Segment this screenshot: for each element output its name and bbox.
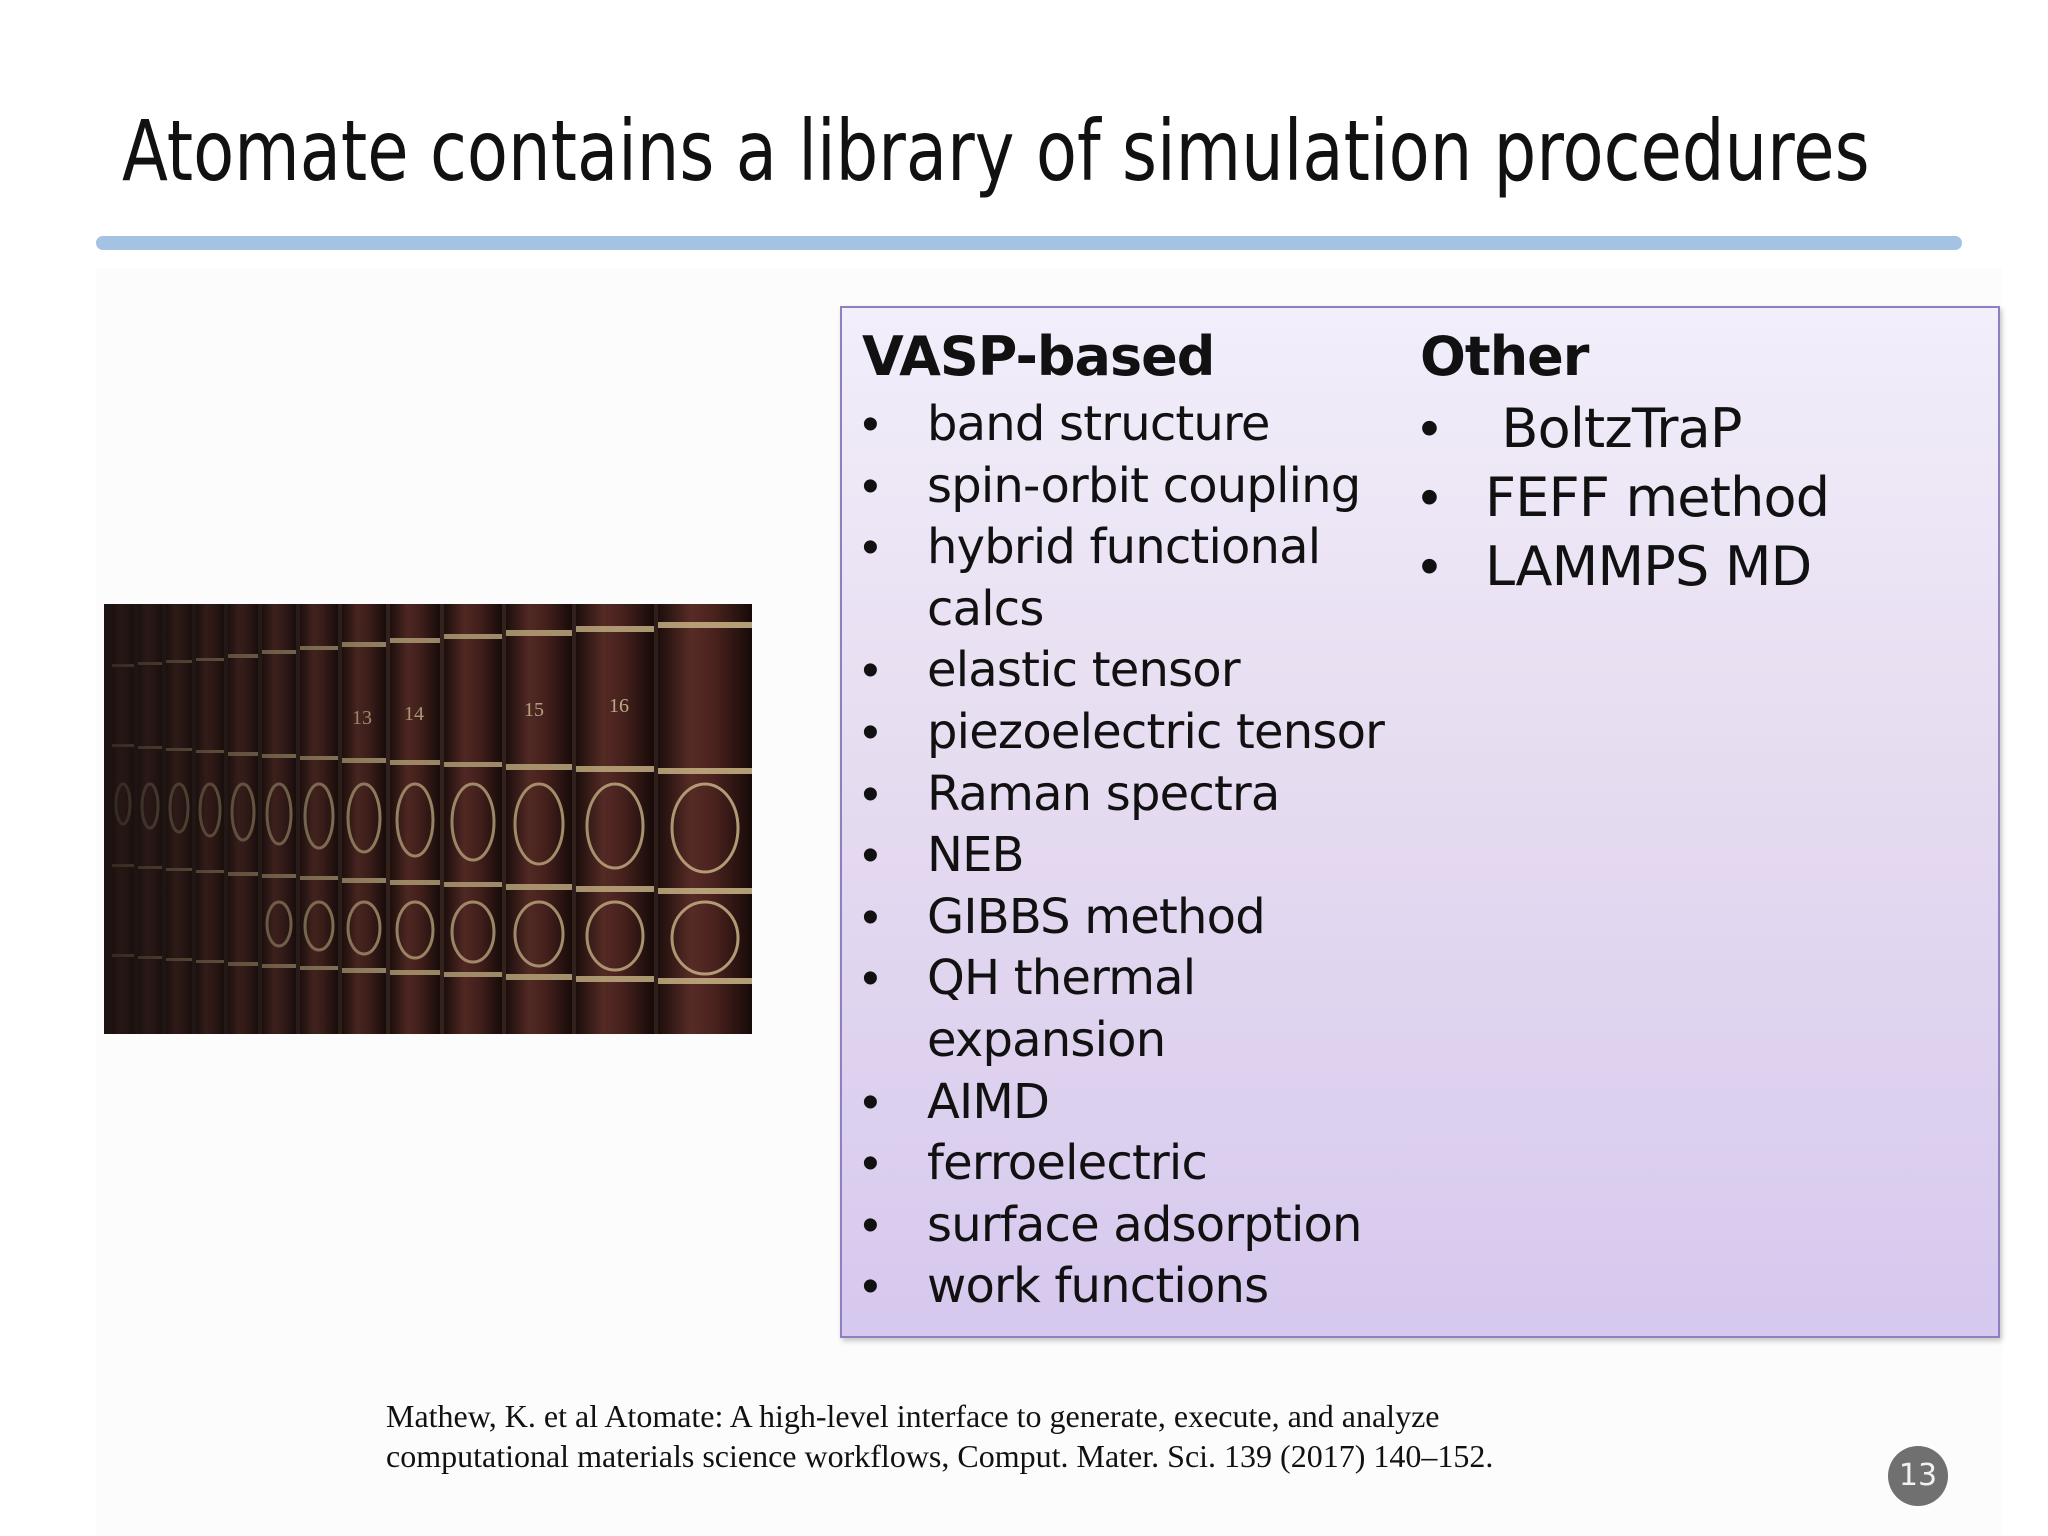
list-item: •work functions	[862, 1258, 1269, 1315]
encyclopedia-books-photo: 13 14 15 16	[104, 604, 752, 1034]
list-item: •surface adsorption	[862, 1196, 1362, 1253]
vasp-list: •band structure •spin-orbit coupling •hy…	[862, 394, 1422, 1318]
citation-line: Mathew, K. et al Atomate: A high-level i…	[386, 1398, 1440, 1434]
procedures-list-box: VASP-based •band structure •spin-orbit c…	[840, 306, 2000, 1338]
list-item: •NEB	[862, 827, 1025, 884]
list-item: •LAMMPS MD	[1420, 535, 1812, 598]
list-item: •FEFF method	[1420, 466, 1830, 529]
list-item: •band structure	[862, 396, 1270, 452]
page-number-badge: 13	[1888, 1446, 1948, 1506]
list-item: •spin-orbit coupling	[862, 457, 1361, 514]
vasp-column: VASP-based •band structure •spin-orbit c…	[862, 322, 1422, 1318]
list-item: • BoltzTraP	[1420, 397, 1742, 460]
other-list: • BoltzTraP •FEFF method •LAMMPS MD	[1420, 394, 1980, 601]
citation-line: computational materials science workflow…	[386, 1438, 1494, 1474]
other-heading: Other	[1420, 325, 1589, 388]
slide-title: Atomate contains a library of simulation…	[122, 102, 1870, 200]
citation: Mathew, K. et al Atomate: A high-level i…	[386, 1396, 1686, 1476]
list-item: •Raman spectra	[862, 765, 1280, 822]
list-item: •ferroelectric	[862, 1135, 1208, 1192]
title-divider	[96, 236, 1962, 250]
list-item: •piezoelectric tensor	[862, 703, 1385, 760]
list-item: •GIBBS method	[862, 888, 1266, 945]
vasp-heading: VASP-based	[862, 325, 1215, 388]
other-column: Other • BoltzTraP •FEFF method •LAMMPS M…	[1420, 322, 1980, 601]
list-item: •elastic tensor	[862, 642, 1241, 699]
list-item: •QH thermal expansion	[862, 950, 1196, 1068]
list-item: •hybrid functional calcs	[862, 519, 1321, 637]
list-item: •AIMD	[862, 1073, 1050, 1130]
